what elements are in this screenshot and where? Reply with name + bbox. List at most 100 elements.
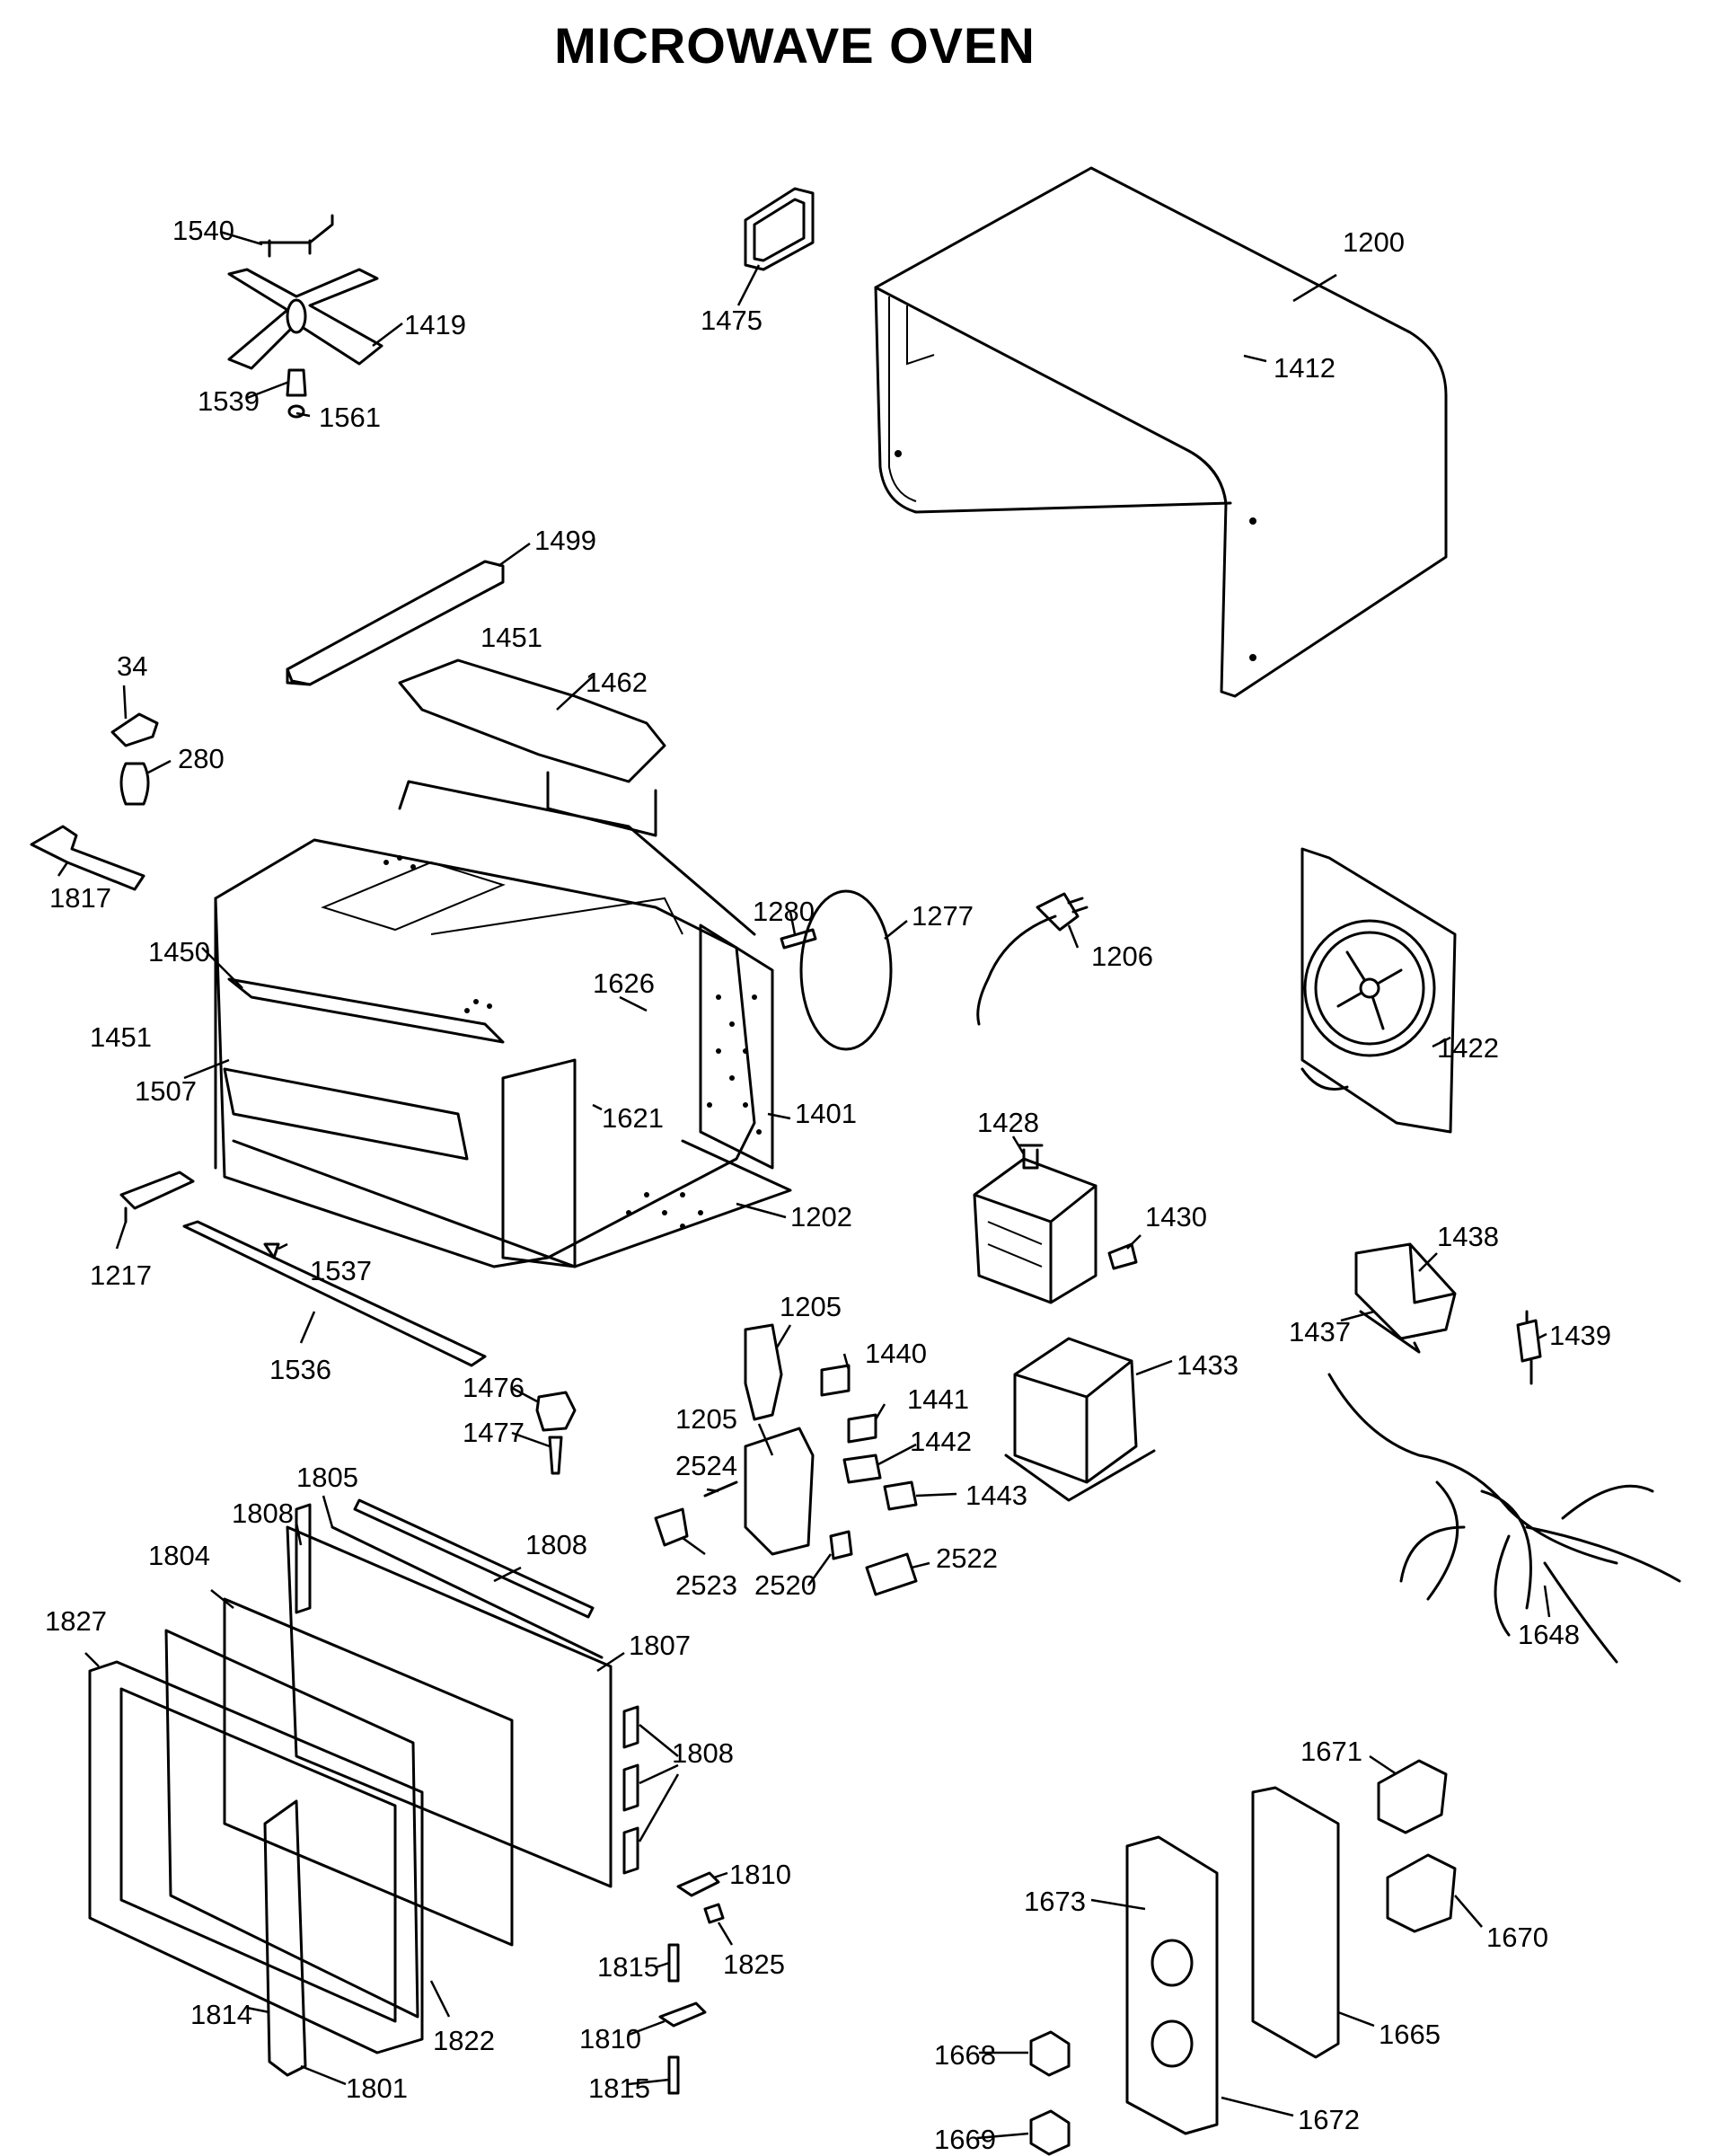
label-280: 280: [178, 743, 225, 774]
label-1217: 1217: [90, 1259, 152, 1291]
label-1441: 1441: [907, 1383, 969, 1415]
oven-cavity: [214, 780, 792, 1268]
label-1443: 1443: [965, 1480, 1027, 1511]
label-1428: 1428: [977, 1107, 1039, 1138]
door-spring-1815b: [667, 2055, 680, 2095]
door-latch-1810b: [658, 2001, 707, 2028]
label-1810-bottom: 1810: [579, 2023, 641, 2054]
label-2520: 2520: [754, 1569, 816, 1601]
label-1437: 1437: [1289, 1316, 1351, 1348]
stirrer-assembly: [227, 214, 383, 419]
label-1672: 1672: [1298, 2104, 1360, 2135]
door-sill-strip: [182, 1220, 487, 1367]
label-1476: 1476: [463, 1372, 525, 1403]
label-1401: 1401: [795, 1098, 857, 1129]
label-1419: 1419: [404, 309, 466, 340]
label-1430: 1430: [1145, 1201, 1207, 1233]
label-1507: 1507: [135, 1075, 197, 1107]
label-1817: 1817: [49, 882, 111, 914]
label-1451-left: 1451: [90, 1021, 152, 1053]
interlock-bracket: [744, 1323, 783, 1421]
label-1669: 1669: [934, 2124, 996, 2155]
door-latch-1810a: [676, 1871, 720, 1897]
label-1825: 1825: [723, 1948, 785, 1980]
door-spring-1815a: [667, 1943, 680, 1983]
outer-cabinet: [874, 166, 1448, 698]
control-hole-upper: [1150, 1939, 1194, 1987]
knob-1668: [1029, 2030, 1071, 2077]
latch-bracket: [119, 1171, 195, 1224]
label-1205-mid: 1205: [675, 1403, 737, 1435]
label-1462: 1462: [586, 667, 648, 698]
lamp-socket: [110, 712, 159, 747]
label-1450: 1450: [148, 936, 210, 968]
latch-knob: [829, 1530, 853, 1560]
top-bracket-bar: [286, 560, 505, 686]
interlock-switch-1443: [883, 1480, 918, 1511]
label-2524: 2524: [675, 1450, 737, 1481]
label-1670: 1670: [1486, 1922, 1548, 1953]
label-1439: 1439: [1549, 1320, 1611, 1351]
label-1442: 1442: [910, 1426, 972, 1457]
wiring-harness: [1327, 1373, 1681, 1664]
label-1499: 1499: [534, 525, 596, 556]
part-labels: 1540 1419 1539 1561 1475 1200 1412 1499 …: [45, 215, 1611, 2155]
diode: [1516, 1310, 1542, 1385]
label-1665: 1665: [1379, 2019, 1441, 2050]
lamp-bracket: [30, 825, 145, 891]
label-1621: 1621: [602, 1102, 664, 1134]
latch-assembly: [744, 1427, 815, 1556]
label-1815-top: 1815: [597, 1951, 659, 1983]
label-1451-top: 1451: [480, 622, 542, 653]
label-1648: 1648: [1518, 1619, 1580, 1650]
label-1807: 1807: [629, 1630, 691, 1661]
transformer: [1004, 1337, 1156, 1502]
label-1673: 1673: [1024, 1886, 1086, 1917]
label-1422: 1422: [1437, 1032, 1499, 1064]
diagram-title: MICROWAVE OVEN: [554, 17, 1036, 74]
latch-plate: [865, 1552, 918, 1596]
lamp-bulb: [119, 762, 150, 806]
leader-lines: [57, 230, 1551, 2140]
label-1205-top: 1205: [780, 1291, 842, 1322]
label-1822: 1822: [433, 2025, 495, 2056]
label-1540: 1540: [172, 215, 234, 246]
label-1671: 1671: [1300, 1736, 1362, 1767]
label-1626: 1626: [593, 968, 655, 999]
label-1433: 1433: [1177, 1349, 1239, 1381]
door-pin-1825: [703, 1903, 725, 1924]
latch-spring: [703, 1480, 738, 1498]
label-1805: 1805: [296, 1462, 358, 1493]
control-mount-plate: [1251, 1786, 1340, 2059]
stirrer-cover: [799, 889, 893, 1051]
fan-assembly: [1300, 847, 1457, 1134]
interlock-switch-1441: [847, 1413, 877, 1444]
label-1827: 1827: [45, 1605, 107, 1637]
latch-button: [654, 1507, 689, 1547]
switch-1670: [1386, 1853, 1457, 1933]
label-1808-top: 1808: [232, 1498, 294, 1529]
label-1668: 1668: [934, 2039, 996, 2071]
foot-screw: [548, 1436, 563, 1475]
door-assembly: [88, 1498, 613, 2077]
label-34: 34: [117, 650, 147, 682]
label-1202: 1202: [790, 1201, 852, 1233]
label-1277: 1277: [912, 900, 974, 932]
power-cord: [976, 892, 1089, 1026]
label-1536: 1536: [269, 1354, 331, 1385]
control-panel-1673: [1125, 1835, 1219, 2135]
capacitor: [1354, 1242, 1457, 1354]
hinge-strips: [622, 1705, 639, 1875]
label-1206: 1206: [1091, 941, 1153, 972]
sill-screw: [263, 1242, 280, 1259]
magnetron: [973, 1144, 1138, 1304]
label-1808-right: 1808: [672, 1737, 734, 1769]
label-1537: 1537: [310, 1255, 372, 1286]
control-hole-lower: [1150, 2019, 1194, 2068]
label-1477: 1477: [463, 1417, 525, 1448]
label-1814: 1814: [190, 1999, 252, 2030]
label-1815-bottom: 1815: [588, 2072, 650, 2104]
timer-1671: [1377, 1759, 1448, 1834]
